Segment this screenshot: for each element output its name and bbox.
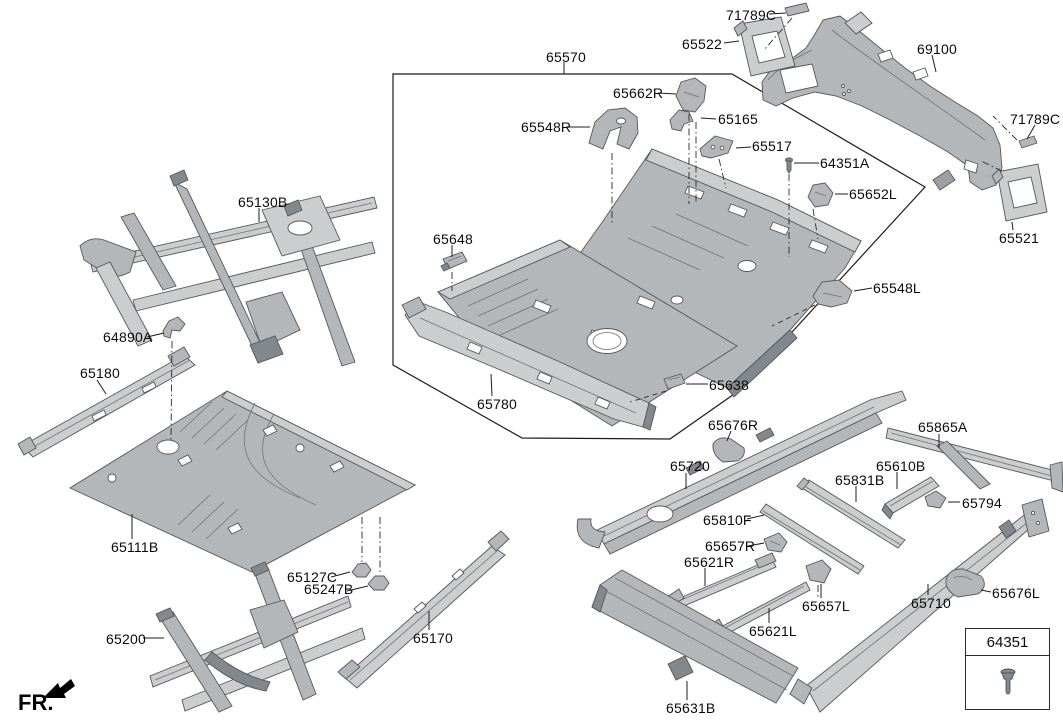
reference-lines [170,17,1018,598]
part-65517-drawing [699,135,734,159]
part-label-71789C-top: 71789C [726,7,777,23]
part-label-65662R: 65662R [613,85,664,101]
part-65548R-drawing [588,107,639,150]
part-label-65865A: 65865A [918,419,968,435]
part-65794-drawing [924,490,947,509]
part-65180-drawing [17,346,196,458]
part-label-65710: 65710 [911,595,951,611]
part-label-65631B: 65631B [666,700,716,716]
part-label-65610B: 65610B [876,458,926,474]
part-65111B-drawing [69,390,416,573]
part-label-65127C: 65127C [287,569,338,585]
part-65247B-drawing [367,575,390,591]
part-label-71789C-right: 71789C [1010,111,1061,127]
screw-bolt-icon [784,157,794,174]
part-label-65621R: 65621R [684,554,735,570]
part-label-65657R: 65657R [705,538,756,554]
part-label-65165: 65165 [718,111,758,127]
front-direction-marker: FR. [18,676,88,716]
part-71789c-right-drawing [1018,135,1038,149]
part-65548L-drawing [812,279,853,308]
leader-lines [96,12,1036,700]
part-label-65657L: 65657L [802,598,850,614]
part-label-65638: 65638 [709,377,749,393]
part-label-65200: 65200 [106,631,146,647]
part-65621R-drawing [666,552,777,609]
part-label-65517: 65517 [752,138,792,154]
part-label-65130B: 65130B [238,194,288,210]
part-65810F-drawing [759,503,865,575]
part-65165-drawing [669,109,694,132]
part-65170-drawing [337,530,510,689]
part-65780-drawing [401,296,657,431]
part-label-65170: 65170 [413,630,453,646]
part-65657R-drawing [763,532,788,553]
part-label-64890A: 64890A [103,329,153,345]
fr-direction-arrow-icon [43,679,75,698]
part-65521-drawing [991,163,1048,222]
fr-label: FR. [18,690,54,715]
part-label-65570: 65570 [546,49,586,65]
part-65657L-drawing [805,559,832,584]
part-65720-drawing [576,390,907,555]
ref-part-number: 64351 [966,629,1049,656]
part-65662R-drawing [675,77,707,113]
part-65648-drawing [440,251,468,272]
part-label-65810F: 65810F [703,512,752,528]
part-label-65794: 65794 [962,495,1002,511]
part-label-64351A: 64351A [820,155,870,171]
part-65638-drawing [663,373,686,390]
part-label-65780: 65780 [477,396,517,412]
part-65130B-drawing [79,169,378,367]
part-label-65720: 65720 [670,458,710,474]
part-65676L-drawing [945,568,985,598]
ref-part-box-64351: 64351 [965,628,1050,710]
part-label-65180: 65180 [80,365,120,381]
part-label-65621L: 65621L [749,623,797,639]
part-65865A-drawing [885,427,1063,493]
part-71789c-top-drawing [784,2,810,17]
fastener-clip-icon [1000,668,1015,695]
part-65652L-drawing [807,182,834,208]
part-label-65676L: 65676L [992,585,1040,601]
part-65522-drawing [733,16,796,77]
part-label-65652L: 65652L [849,186,897,202]
part-65610B-drawing [881,476,940,520]
part-65676R-drawing [712,437,745,463]
part-65200-drawing [149,561,366,713]
part-65631B-drawing [591,569,799,704]
part-label-65548L: 65548L [873,280,921,296]
part-label-65648: 65648 [433,231,473,247]
part-64890A-drawing [162,316,186,339]
part-69100-drawing [761,11,1003,191]
part-label-65676R: 65676R [708,417,759,433]
part-label-65831B: 65831B [835,472,885,488]
part-label-69100: 69100 [917,41,957,57]
part-label-65548R: 65548R [521,119,572,135]
part-label-65522: 65522 [682,36,722,52]
part-label-65521: 65521 [999,230,1039,246]
part-label-65247B: 65247B [304,581,354,597]
part-label-65111B: 65111B [111,539,159,555]
part-65831B-drawing [796,477,906,549]
part-65127C-drawing [351,562,372,578]
